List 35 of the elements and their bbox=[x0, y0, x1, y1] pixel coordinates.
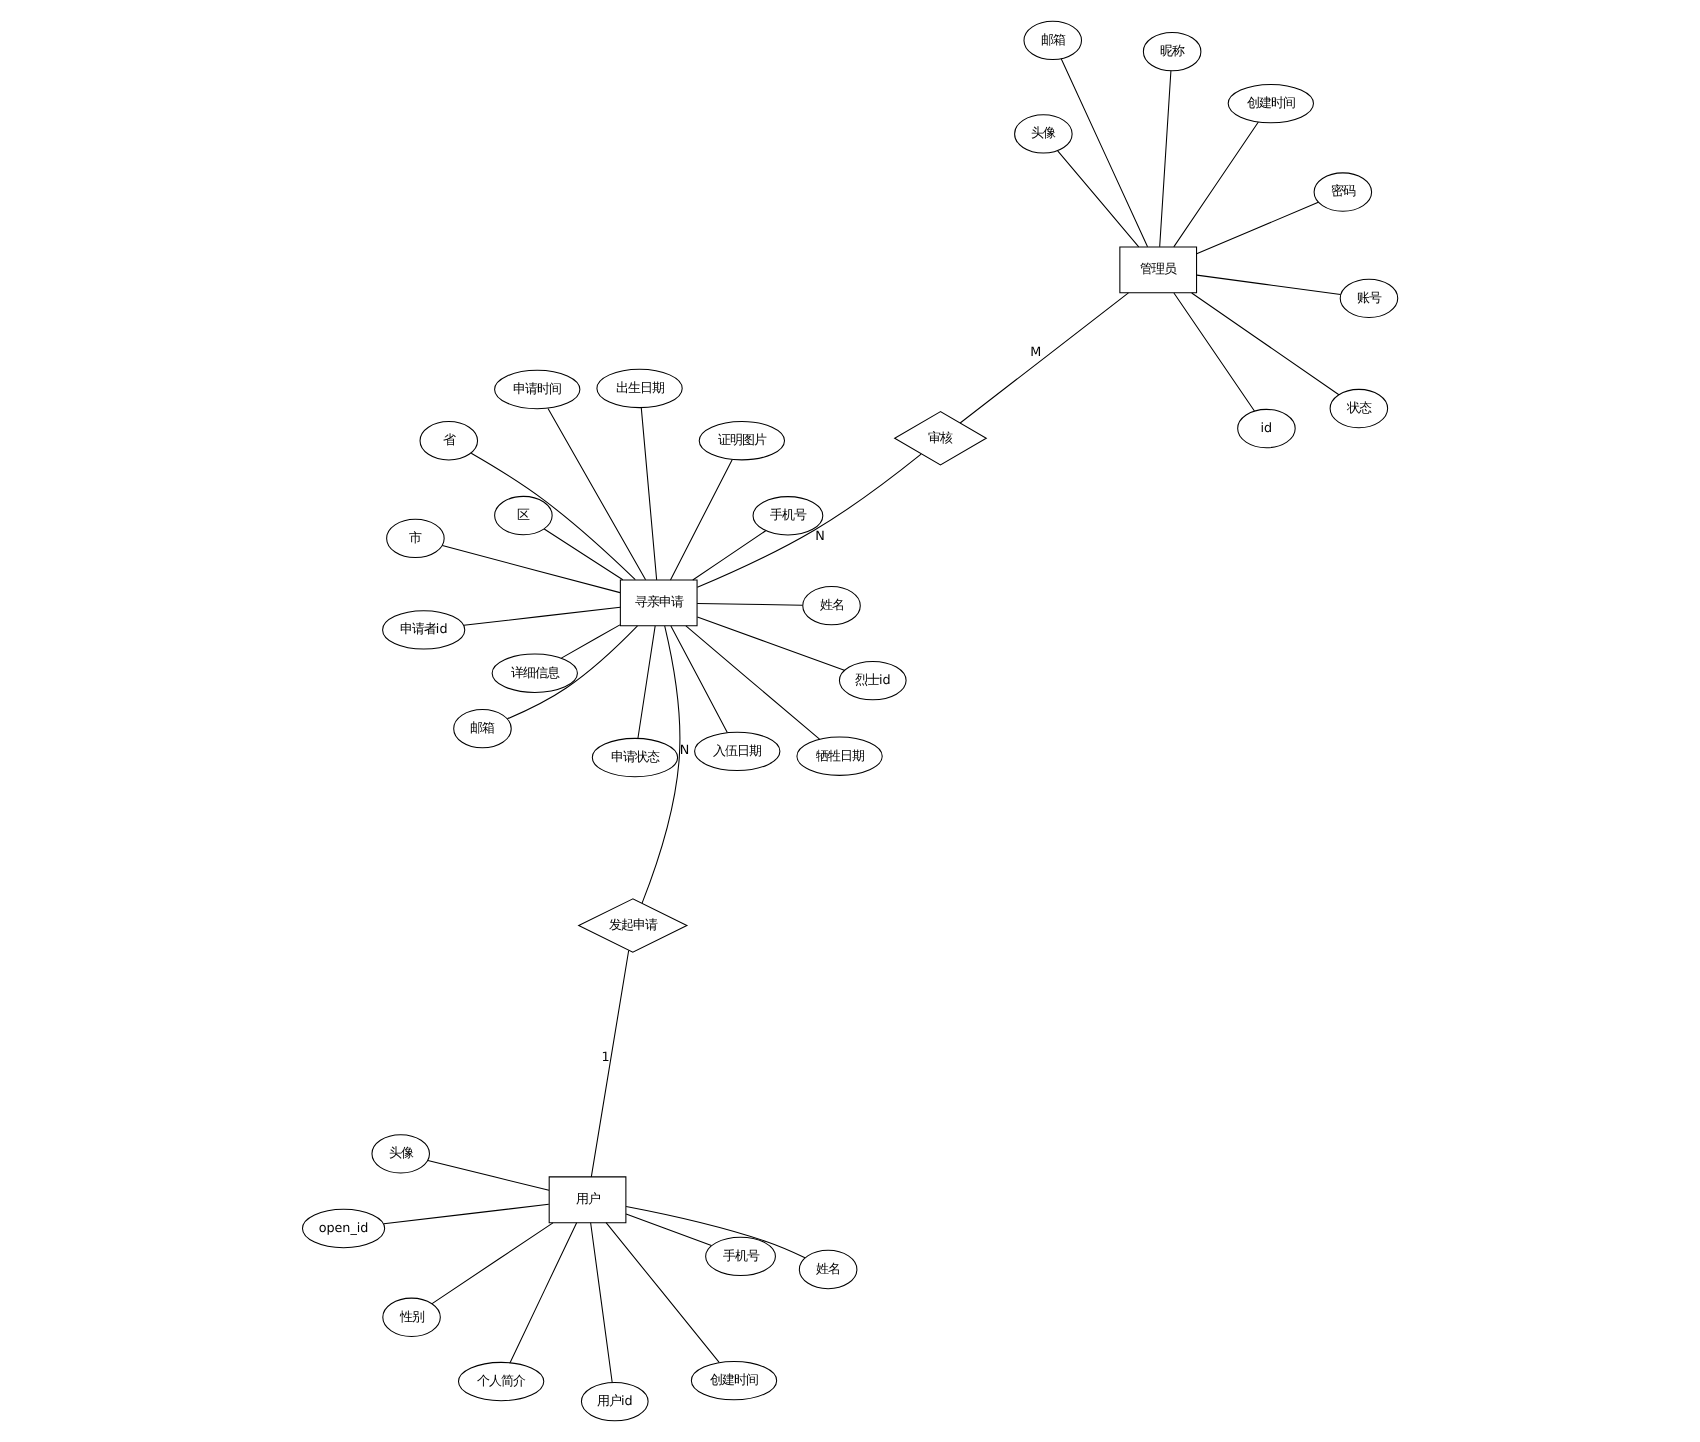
connector bbox=[1196, 201, 1319, 255]
connector bbox=[427, 1160, 550, 1191]
connector bbox=[463, 606, 621, 626]
connector bbox=[696, 616, 845, 671]
connector bbox=[637, 625, 656, 739]
connector bbox=[1060, 58, 1149, 248]
connector bbox=[670, 625, 728, 734]
connector bbox=[685, 625, 821, 740]
connector bbox=[641, 625, 681, 904]
connector bbox=[625, 1206, 806, 1259]
connector bbox=[431, 1222, 554, 1305]
connector bbox=[1173, 121, 1259, 248]
connector bbox=[506, 625, 638, 720]
connector bbox=[1173, 292, 1255, 412]
connector bbox=[625, 1213, 712, 1247]
connector bbox=[959, 292, 1129, 424]
connector bbox=[1196, 274, 1342, 296]
connector bbox=[696, 602, 804, 606]
connector bbox=[1159, 70, 1172, 248]
connector bbox=[560, 624, 621, 659]
connector bbox=[509, 1222, 578, 1364]
connector bbox=[383, 1203, 550, 1225]
connector bbox=[605, 1222, 720, 1363]
connector bbox=[470, 452, 636, 581]
connector bbox=[590, 1222, 613, 1383]
connector bbox=[640, 407, 658, 581]
connector bbox=[441, 545, 621, 594]
connector bbox=[1057, 150, 1140, 248]
connector bbox=[669, 459, 733, 581]
connector bbox=[590, 949, 630, 1178]
connector bbox=[696, 453, 922, 588]
connector bbox=[547, 407, 647, 581]
connector bbox=[1191, 292, 1340, 396]
connector bbox=[543, 528, 624, 581]
connector bbox=[692, 530, 767, 581]
